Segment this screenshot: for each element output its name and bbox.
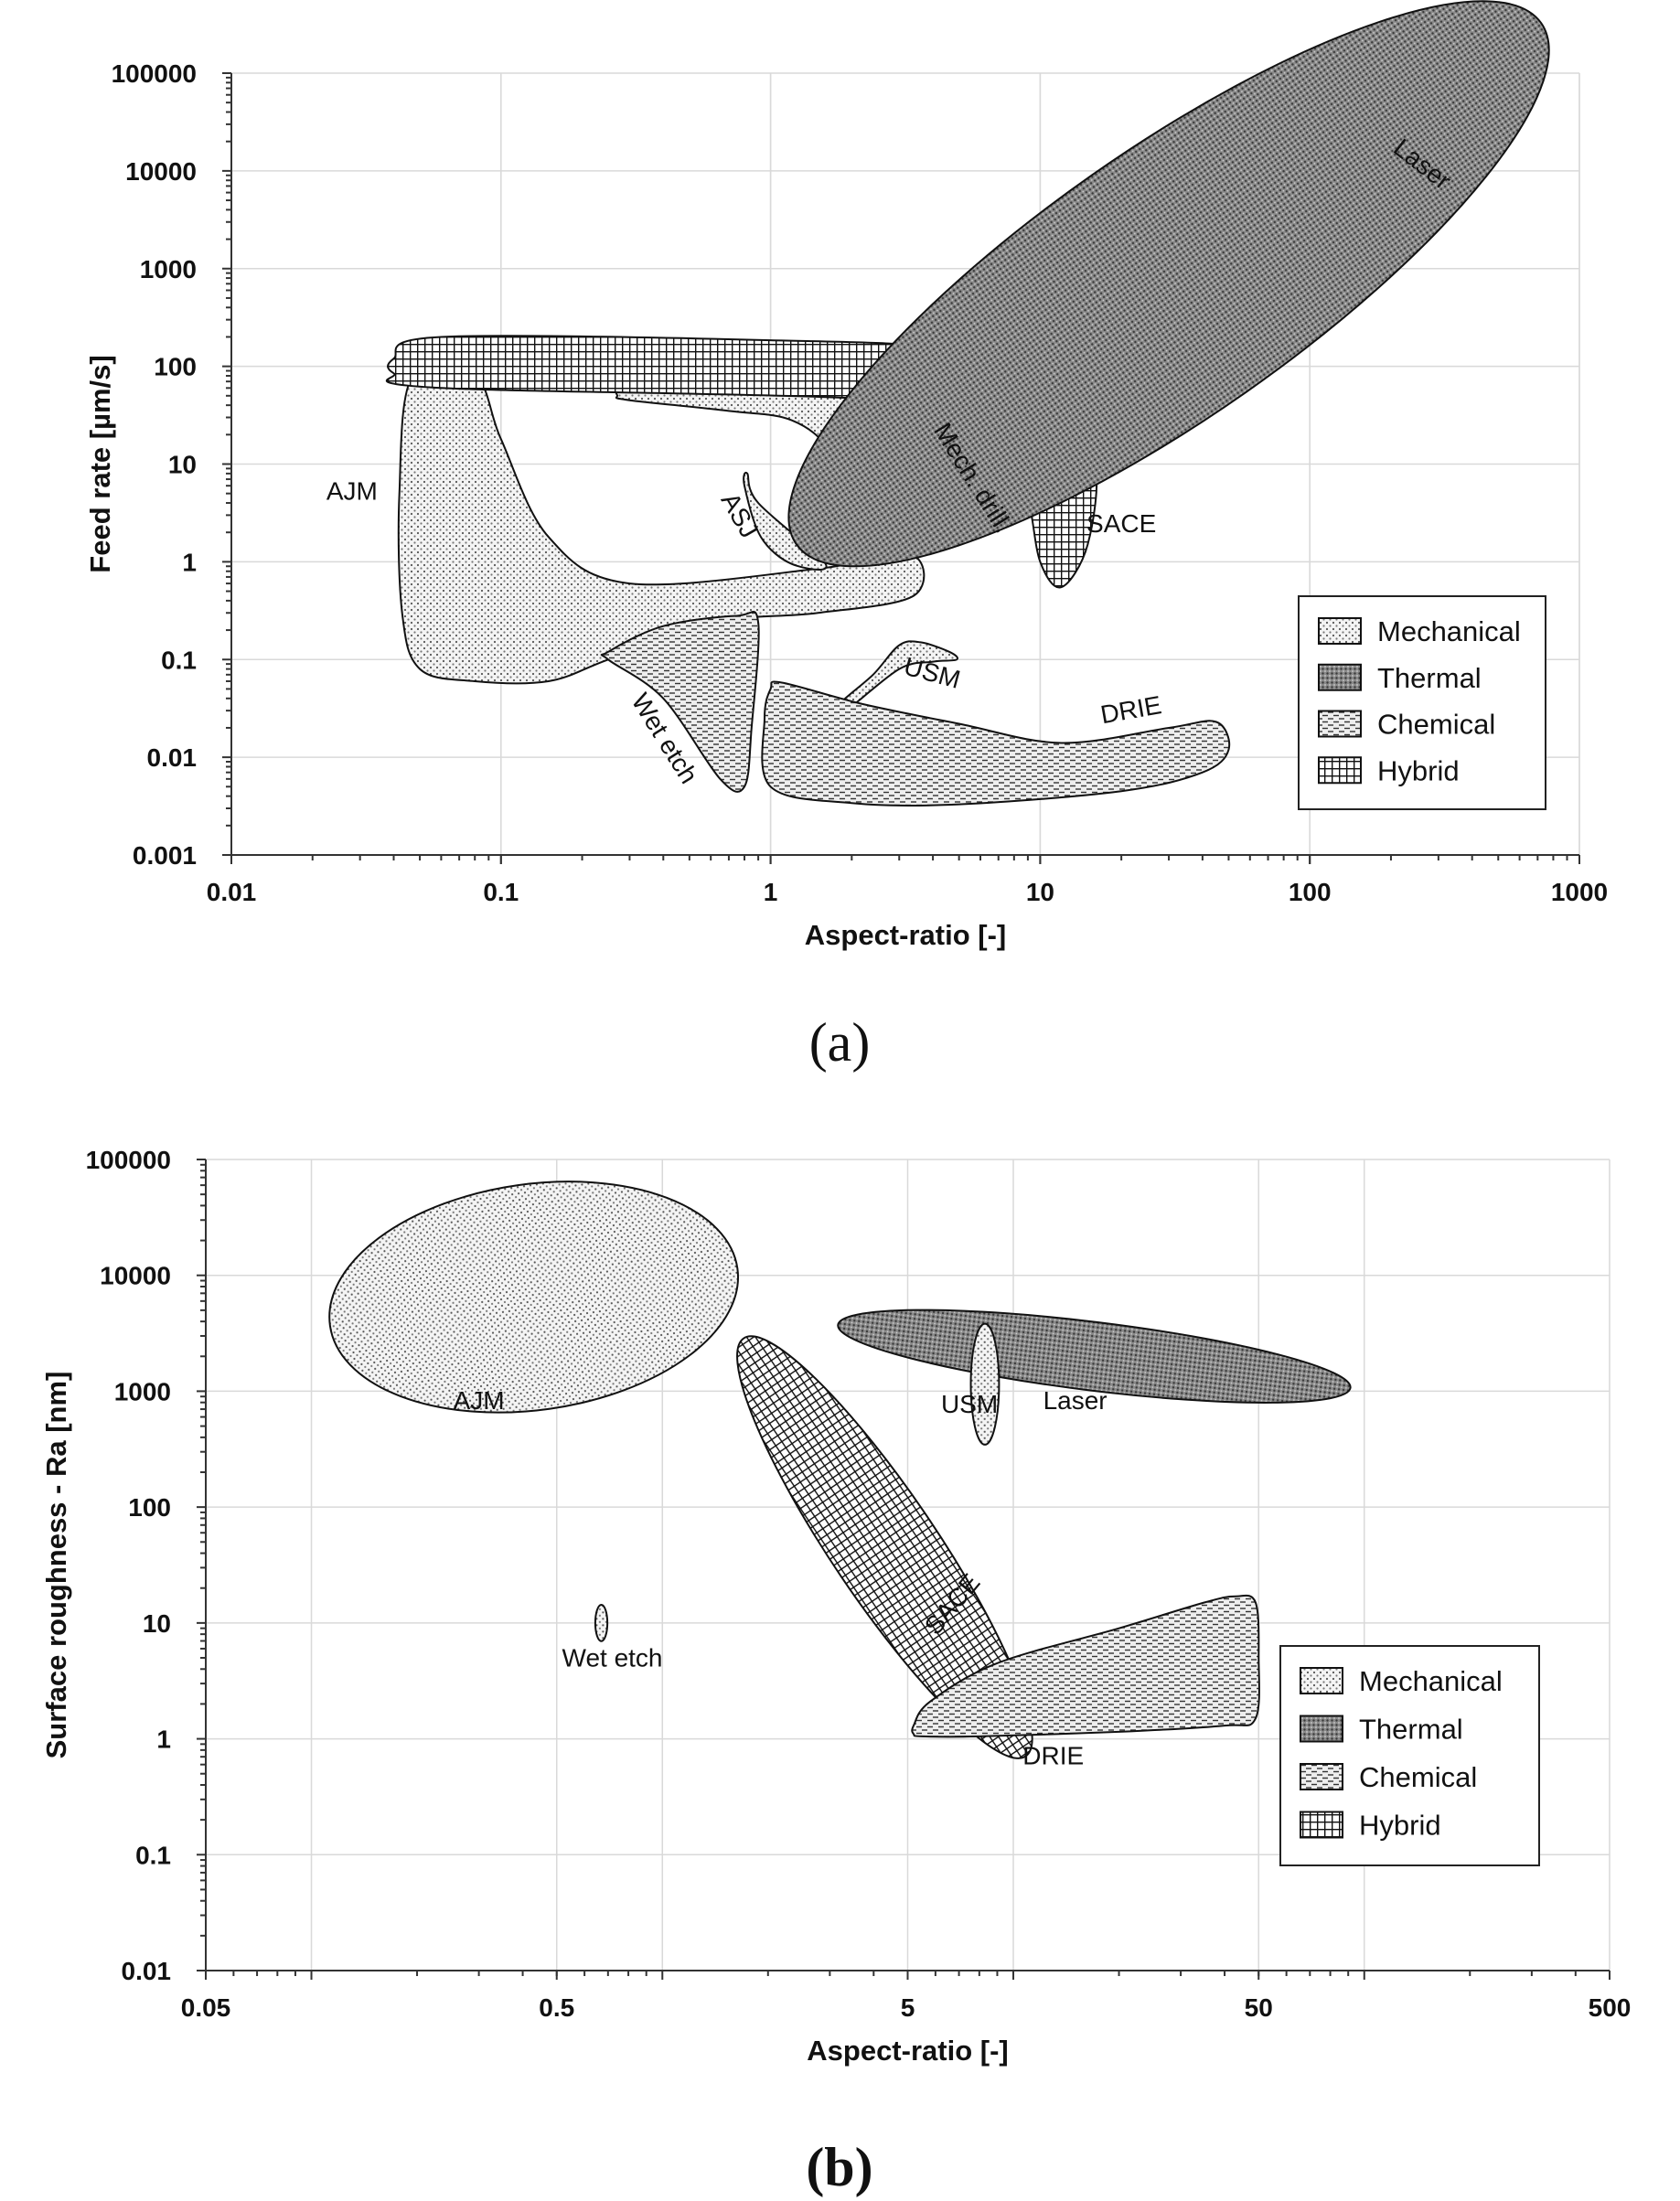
y-tick-label: 0.01 bbox=[147, 743, 198, 772]
legend-swatch-mechanical bbox=[1300, 1667, 1343, 1694]
region-usm bbox=[969, 1322, 1001, 1446]
legend-swatch-thermal bbox=[1318, 663, 1362, 691]
x-tick-label: 0.05 bbox=[181, 1993, 231, 2022]
legend-label-hybrid: Hybrid bbox=[1359, 1810, 1441, 1842]
region-ajm bbox=[397, 363, 926, 685]
panel-label-b: (b) bbox=[806, 2137, 872, 2197]
y-tick-label: 1 bbox=[156, 1726, 171, 1754]
x-tick-label: 0.5 bbox=[539, 1993, 574, 2022]
region-usm bbox=[836, 640, 959, 714]
y-tick-label: 0.1 bbox=[161, 646, 197, 674]
y-tick-label: 0.1 bbox=[135, 1841, 171, 1869]
region-ajm bbox=[328, 1181, 740, 1414]
y-tick-label: 10000 bbox=[100, 1262, 171, 1290]
x-tick-label: 500 bbox=[1589, 1993, 1632, 2022]
chart-panel-b: 0.05 0.5 5 50 500 0.01 0.1 1 10 100 1000 10000 10000… bbox=[40, 1146, 1631, 2067]
region-label-asj: ASJ bbox=[716, 488, 765, 543]
x-axis-title: Aspect-ratio [-] bbox=[805, 919, 1006, 951]
legend-label-mechanical: Mechanical bbox=[1359, 1665, 1503, 1697]
x-tick-label: 5 bbox=[901, 1993, 915, 2022]
y-axis-title: Feed rate [µm/s] bbox=[84, 355, 116, 572]
legend-label-chemical: Chemical bbox=[1377, 709, 1495, 741]
y-tick-label: 10 bbox=[168, 451, 197, 479]
legend-swatch-chemical bbox=[1300, 1763, 1343, 1790]
legend-label-thermal: Thermal bbox=[1359, 1714, 1463, 1746]
y-tick-label: 100 bbox=[128, 1493, 171, 1522]
legend-swatch-hybrid bbox=[1318, 756, 1362, 785]
y-tick-label: 1000 bbox=[114, 1377, 171, 1405]
x-tick-label: 1 bbox=[764, 878, 778, 906]
panel-label-a: (a) bbox=[809, 1012, 871, 1073]
x-tick-label: 0.01 bbox=[207, 878, 257, 906]
region-label-laser: Laser bbox=[1043, 1386, 1108, 1415]
tick-marks bbox=[197, 1159, 1610, 1980]
legend-swatch-mechanical bbox=[1318, 617, 1362, 645]
y-tick-label: 100000 bbox=[86, 1146, 171, 1174]
region-sace bbox=[736, 1335, 1033, 1759]
legend-label-thermal: Thermal bbox=[1377, 662, 1482, 694]
y-tick-label: 100000 bbox=[112, 59, 197, 88]
region-label-drie: DRIE bbox=[1098, 690, 1163, 729]
x-tick-label: 100 bbox=[1289, 878, 1332, 906]
region-wet-etch bbox=[594, 1604, 609, 1642]
legend-label-mechanical: Mechanical bbox=[1377, 615, 1521, 647]
region-label-ajm: AJM bbox=[326, 477, 378, 506]
legend-label-chemical: Chemical bbox=[1359, 1761, 1477, 1793]
region-label-drie: DRIE bbox=[1022, 1742, 1084, 1770]
x-tick-label: 50 bbox=[1245, 1993, 1273, 2022]
x-tick-label: 10 bbox=[1026, 878, 1054, 906]
legend-swatch-chemical bbox=[1318, 710, 1362, 738]
y-tick-label: 0.01 bbox=[122, 1957, 172, 1985]
y-tick-label: 0.001 bbox=[133, 841, 197, 870]
x-tick-label: 1000 bbox=[1551, 878, 1608, 906]
region-wet-etch bbox=[600, 611, 760, 793]
region-laser bbox=[787, 0, 1550, 568]
legend-swatch-hybrid bbox=[1300, 1811, 1343, 1839]
y-tick-label: 10000 bbox=[125, 157, 197, 186]
y-tick-label: 1000 bbox=[140, 255, 197, 283]
x-tick-label: 0.1 bbox=[483, 878, 519, 906]
y-tick-label: 1 bbox=[182, 548, 197, 576]
tick-marks bbox=[222, 72, 1580, 864]
region-label-wet-etch: Wet etch bbox=[562, 1644, 663, 1672]
chart-panel-a: 0.01 0.1 1 10 100 1000 0.001 0.01 0.1 1 10 100 1000 1… bbox=[84, 0, 1608, 951]
x-axis-title: Aspect-ratio [-] bbox=[807, 2035, 1008, 2067]
region-drie bbox=[761, 680, 1231, 807]
y-axis-title: Surface roughness - Ra [nm] bbox=[40, 1372, 72, 1759]
region-label-sace: SACE bbox=[1086, 509, 1156, 538]
region-drie bbox=[911, 1594, 1260, 1738]
region-laser bbox=[837, 1309, 1352, 1404]
y-tick-label: 100 bbox=[154, 353, 197, 381]
region-label-ajm: AJM bbox=[454, 1386, 505, 1415]
y-tick-label: 10 bbox=[143, 1609, 171, 1638]
region-label-usm: USM bbox=[941, 1390, 998, 1418]
legend-swatch-thermal bbox=[1300, 1715, 1343, 1743]
legend-label-hybrid: Hybrid bbox=[1377, 754, 1460, 786]
